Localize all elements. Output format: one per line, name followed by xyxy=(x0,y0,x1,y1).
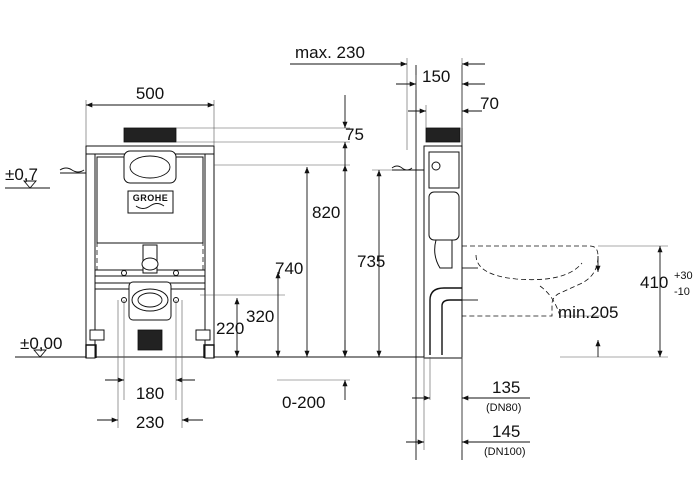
level-floor: ±0,00 xyxy=(20,334,62,353)
level-marker-icon xyxy=(33,349,47,358)
level-marker-icon xyxy=(23,180,37,189)
side-cistern-upper xyxy=(428,151,460,189)
dim-top-offset: 75 xyxy=(345,125,364,144)
bowl-inner xyxy=(475,254,583,280)
frame-left-rail xyxy=(85,145,96,359)
dim-frame-height: 820 xyxy=(312,203,340,222)
front-view-frame: GROHE xyxy=(15,127,410,359)
frame-top-cap xyxy=(123,127,177,143)
side-cistern-lower xyxy=(428,191,460,241)
level-supply: ±0,7 xyxy=(5,165,38,184)
dim-depth-frame: 150 xyxy=(422,67,450,86)
dim-bowl-tol-minus: -10 xyxy=(674,286,690,298)
dim-width-total: 500 xyxy=(136,84,164,103)
drain-outlet xyxy=(131,288,169,312)
bolt xyxy=(121,270,127,276)
side-supply-wave-icon xyxy=(391,165,413,171)
right-foot xyxy=(203,344,215,358)
drain-pipe xyxy=(137,329,163,351)
dim-pipe-dn100: 145 xyxy=(492,422,520,441)
dim-spacing-inner: 180 xyxy=(136,384,164,403)
side-view-frame xyxy=(391,65,599,460)
flush-opening-inner xyxy=(129,155,171,179)
dim-depth-max: max. 230 xyxy=(295,43,365,62)
frame-right-rail xyxy=(204,145,215,359)
side-view-dimensions: max. 230 150 70 735 410 +30 -10 min.205 xyxy=(290,43,693,458)
right-foot-plate xyxy=(195,329,211,341)
dim-pipe-dn100-label: (DN100) xyxy=(484,446,526,458)
side-top-cap xyxy=(425,127,461,143)
bowl-trap xyxy=(539,285,561,317)
dim-bowl-tol-plus: +30 xyxy=(674,270,693,282)
dim-drain-height: 320 xyxy=(246,307,274,326)
dim-depth-top: 70 xyxy=(480,94,499,113)
left-foot xyxy=(85,344,97,358)
dim-actuator-height: 740 xyxy=(275,259,303,278)
dim-pipe-dn80-label: (DN80) xyxy=(486,402,521,414)
side-drain-bend-inner xyxy=(441,299,462,355)
dim-pipe-dn80: 135 xyxy=(492,378,520,397)
dim-spacing-outer: 230 xyxy=(136,413,164,432)
bolt xyxy=(173,270,179,276)
dim-adjust-range: 0-200 xyxy=(282,393,325,412)
dim-side-height: 735 xyxy=(357,252,385,271)
side-drain-bend xyxy=(429,287,462,355)
brand-logo: GROHE xyxy=(133,193,169,203)
brand-logo-wave xyxy=(135,203,165,209)
front-view-dimensions: 500 75 820 740 320 220 180 230 xyxy=(5,84,364,432)
flush-pipe-outlet xyxy=(141,257,159,271)
dim-bowl-min: min.205 xyxy=(558,303,618,322)
side-flush-pipe xyxy=(434,239,453,269)
drain-outlet-inner xyxy=(137,292,163,308)
dim-outlet-height: 220 xyxy=(216,319,244,338)
side-valve xyxy=(431,161,441,171)
dim-bowl-height: 410 xyxy=(640,273,668,292)
supply-wave-icon xyxy=(59,167,85,173)
left-foot-plate xyxy=(89,329,105,341)
